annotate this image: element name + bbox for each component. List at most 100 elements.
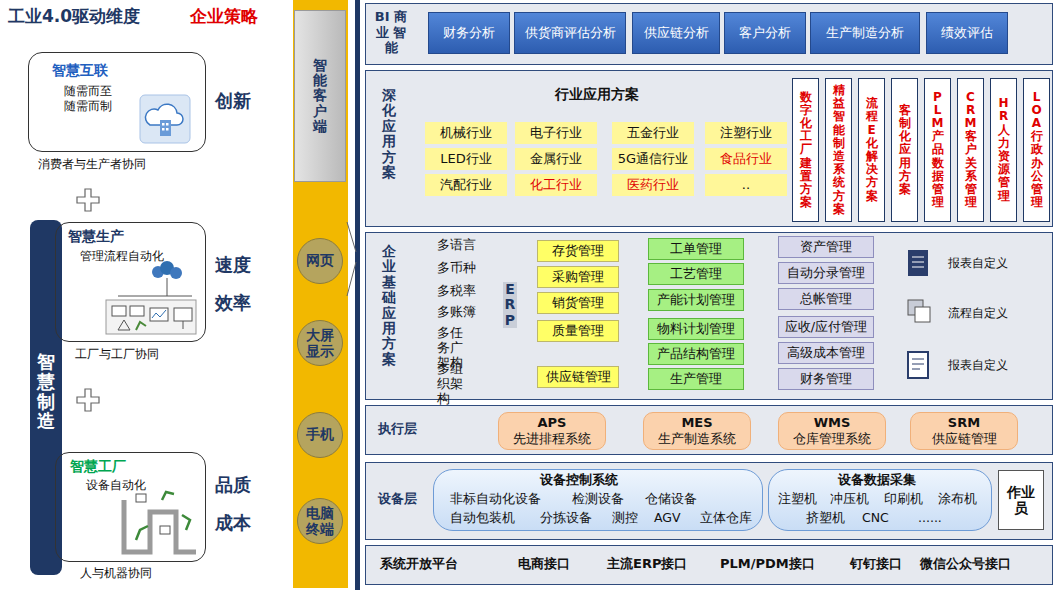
industry-cell: 医药行业 — [612, 174, 694, 196]
robot-icon — [136, 526, 148, 540]
node-title: LED行业 — [440, 151, 491, 167]
node-title: 采购管理 — [552, 269, 604, 285]
node-title: 执行层 — [378, 421, 417, 437]
node-title: 生产管理 — [670, 371, 722, 387]
node-text: 随需而至 随需而制 — [64, 84, 116, 114]
solution-box: 流程E化解决方案 — [858, 78, 885, 222]
node-text: 非标自动化设备 — [450, 491, 541, 507]
node-title: 供货商评估分析 — [525, 25, 616, 41]
node-title: 电脑终端 — [306, 505, 334, 537]
node-text: 微信公众号接口 — [920, 556, 1011, 572]
robot-icon — [124, 500, 196, 552]
report-icon — [908, 352, 928, 378]
node-title: 手机 — [306, 426, 334, 444]
cloud-icon — [162, 123, 165, 126]
report-icon — [912, 257, 924, 258]
system-box: APS先进排程系统 — [498, 412, 606, 450]
frame-strip — [355, 0, 360, 590]
label: 流程自定义 — [948, 306, 1008, 320]
production-box: 工艺管理 — [648, 263, 744, 285]
node-title: APS — [538, 415, 567, 431]
layer-panel: 设备层设备控制系统非标自动化设备检测设备仓储设备自动包装机分拣设备测控AGV立体… — [365, 462, 1053, 540]
node-title: PLM产品数据管理 — [932, 91, 944, 210]
node-text: PLM/PDM接口 — [720, 556, 815, 572]
report-icon — [912, 369, 920, 370]
node-text: CNC — [862, 510, 889, 526]
robot-icon — [162, 492, 174, 500]
node-text: 主流ERP接口 — [607, 556, 687, 572]
node-title: 大屏显示 — [306, 327, 334, 359]
plus-sign — [77, 189, 99, 211]
node-text: 电商接口 — [518, 556, 570, 572]
industry-cell: .. — [705, 174, 787, 196]
erp-box: 销货管理 — [537, 292, 619, 314]
terminal-circle: 大屏显示 — [297, 320, 343, 366]
label: 工厂与工厂协同 — [75, 347, 159, 362]
solution-box: PLM产品数据管理 — [924, 78, 951, 222]
system-box: WMS仓库管理系统 — [778, 412, 886, 450]
report-icon — [908, 250, 928, 276]
node-text: 冲压机 — [830, 491, 869, 507]
terminal-circle: 网页 — [297, 238, 343, 284]
bi-box: 财务分析 — [428, 12, 510, 54]
label: 速度 — [215, 254, 251, 277]
factory-icon — [152, 310, 166, 318]
production-box: 物料计划管理 — [648, 318, 744, 340]
report-icon — [912, 262, 924, 263]
node-text: 行业应用方案 — [555, 86, 639, 104]
node-title: 存货管理 — [552, 243, 604, 259]
bi-box: 客户分析 — [724, 12, 806, 54]
bi-box: 供应链分析 — [632, 12, 720, 54]
industry-cell: 注塑行业 — [705, 122, 787, 144]
factory-icon — [150, 308, 168, 321]
finance-box: 财务管理 — [778, 368, 874, 390]
node-text: 生产制造系统 — [658, 431, 736, 447]
node-title: 设备层 — [378, 491, 417, 507]
production-box: 工单管理 — [648, 238, 744, 260]
node-text: 涂布机 — [938, 491, 977, 507]
node-title: 企业基础应用方案 — [382, 244, 396, 367]
finance-box: 资产管理 — [778, 236, 874, 258]
label: ERP — [503, 282, 517, 328]
node-title: MES — [681, 415, 712, 431]
cloud-icon — [140, 95, 190, 143]
node-title: .. — [742, 177, 750, 193]
node-text: 立体仓库 — [700, 510, 752, 526]
label: 企业策略 — [190, 6, 258, 27]
factory-icon — [118, 296, 192, 297]
factory-icon — [136, 322, 146, 330]
layer-panel: 系统开放平台电商接口主流ERP接口PLM/PDM接口钉钉接口微信公众号接口 — [365, 545, 1053, 585]
node-title: SRM — [948, 415, 980, 431]
node-title: 机械行业 — [440, 125, 492, 141]
node-title: 化工行业 — [530, 177, 582, 193]
device-group: 设备控制系统非标自动化设备检测设备仓储设备自动包装机分拣设备测控AGV立体仓库 — [433, 469, 763, 531]
node-title: 客制化应用方案 — [899, 104, 911, 196]
node-title: 注塑行业 — [720, 125, 772, 141]
client-box: 智能客户端 — [294, 10, 346, 182]
node-title: 设备控制系统 — [540, 472, 618, 488]
node-text: 注塑机 — [778, 491, 817, 507]
node-text: 检测设备 — [572, 491, 624, 507]
cloud-icon — [162, 128, 165, 131]
node-title: 智慧生产 — [68, 228, 124, 246]
cloud-icon — [166, 123, 169, 126]
layer-panel: 深化应用方案行业应用方案机械行业电子行业五金行业注塑行业LED行业金属行业5G通… — [365, 70, 1053, 227]
node-title: 供应链管理 — [546, 369, 611, 385]
finance-box: 总帐管理 — [778, 288, 874, 310]
node-title: 生产制造分析 — [826, 25, 904, 41]
node-text: 挤塑机 — [806, 510, 845, 526]
industry-cell: 食品行业 — [705, 148, 787, 170]
node-title: 工艺管理 — [670, 266, 722, 282]
node-title: 销货管理 — [552, 295, 604, 311]
device-group: 设备数据采集注塑机冲压机印刷机涂布机挤塑机CNC...... — [768, 469, 992, 531]
operator-box: 作业员 — [998, 470, 1044, 530]
frame-strip — [355, 0, 360, 590]
node-title: 产能计划管理 — [657, 292, 735, 308]
factory-icon — [152, 266, 164, 278]
title: 工业4.0驱动维度 — [8, 6, 140, 27]
node-title: 质量管理 — [552, 323, 604, 339]
system-box: MES生产制造系统 — [643, 412, 751, 450]
node-title: 财务管理 — [800, 371, 852, 387]
node-title: 应收/应付管理 — [785, 319, 867, 335]
node-title: 总帐管理 — [800, 291, 852, 307]
